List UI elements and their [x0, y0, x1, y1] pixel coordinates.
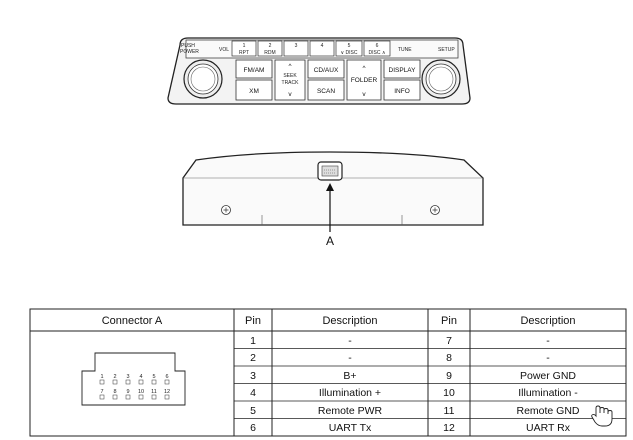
row-4-pin-b: 10: [443, 387, 455, 399]
callout-a-label: A: [326, 234, 334, 248]
row-5-pin-a: 5: [250, 405, 256, 417]
preset-2-sub: RDM: [264, 50, 275, 56]
preset-5-num: 5: [348, 43, 351, 49]
preset-1-sub: RPT: [239, 50, 249, 56]
preset-2-num: 2: [269, 43, 272, 49]
row-1-pin-a: 1: [250, 335, 256, 347]
tune-label: TUNE: [398, 47, 412, 53]
preset-4-button[interactable]: [309, 40, 335, 57]
header-connector: Connector A: [102, 315, 163, 327]
conn-pin-8: 8: [113, 389, 116, 395]
conn-pin-12: 12: [164, 389, 170, 395]
preset-4-num: 4: [321, 43, 324, 49]
xm-label: XM: [249, 88, 259, 95]
vol-label: VOL: [219, 47, 229, 53]
folder-label: FOLDER: [351, 77, 378, 84]
preset-6-num: 6: [376, 43, 379, 49]
conn-pin-11: 11: [151, 389, 157, 395]
row-6-pin-b: 12: [443, 422, 455, 434]
preset-buttons: 1 RPT 2 RDM 3 4 5 ∨ DISC 6 DISC ∧: [231, 40, 391, 57]
pin-table: Connector A Pin Description Pin Descript…: [29, 308, 627, 437]
preset-5-sub: ∨ DISC: [341, 50, 358, 56]
conn-pin-7: 7: [100, 389, 103, 395]
preset-5-button[interactable]: [335, 40, 363, 57]
preset-3-num: 3: [295, 43, 298, 49]
row-1-pin-b: 7: [446, 335, 452, 347]
preset-6-button[interactable]: [363, 40, 391, 57]
seek-up-icon: ^: [288, 63, 292, 70]
row-3-desc-a: B+: [343, 370, 356, 382]
row-4-pin-a: 4: [250, 387, 256, 399]
cd-aux-label: CD/AUX: [314, 67, 339, 74]
folder-down-icon: v: [362, 91, 366, 98]
scan-label: SCAN: [317, 88, 335, 95]
preset-1-button[interactable]: [231, 40, 257, 57]
folder-up-icon: ^: [362, 65, 366, 72]
info-label: INFO: [394, 88, 410, 95]
scan-button[interactable]: [307, 79, 345, 101]
row-6-desc-a: UART Tx: [329, 422, 372, 434]
header-pin-b: Pin: [441, 315, 457, 327]
row-5-desc-a: Remote PWR: [318, 405, 383, 417]
display-label: DISPLAY: [389, 67, 417, 74]
push-label: PUSH: [181, 43, 195, 49]
display-button[interactable]: [383, 59, 421, 79]
setup-label: SETUP: [438, 47, 455, 53]
front-panel: 1 RPT 2 RDM 3 4 5 ∨ DISC 6 DISC ∧ PUSH P…: [167, 37, 471, 105]
row-1-desc-a: -: [348, 335, 352, 347]
conn-pin-5: 5: [152, 374, 155, 380]
rear-panel: A: [182, 151, 484, 248]
conn-pin-6: 6: [165, 374, 168, 380]
seek-down-icon: v: [288, 91, 292, 98]
conn-pin-2: 2: [113, 374, 116, 380]
volume-knob[interactable]: [183, 59, 223, 99]
row-6-pin-a: 6: [250, 422, 256, 434]
seek-track-rocker[interactable]: [274, 59, 306, 101]
power-label: POWER: [180, 49, 199, 55]
row-2-pin-b: 8: [446, 352, 452, 364]
xm-button[interactable]: [235, 79, 273, 101]
row-6-desc-b: UART Rx: [526, 422, 571, 434]
connector-a-diagram: 1 2 3 4 5 6 7 8 9 10 11 12: [81, 352, 186, 406]
fm-am-button[interactable]: [235, 59, 273, 79]
conn-pin-4: 4: [139, 374, 142, 380]
header-description-a: Description: [322, 315, 377, 327]
conn-pin-3: 3: [126, 374, 129, 380]
row-4-desc-b: Illumination -: [518, 387, 578, 399]
cd-aux-button[interactable]: [307, 59, 345, 79]
row-3-desc-b: Power GND: [520, 370, 576, 382]
hand-pointer-icon: [591, 405, 613, 427]
preset-1-num: 1: [243, 43, 246, 49]
row-1-desc-b: -: [546, 335, 550, 347]
header-pin-a: Pin: [245, 315, 261, 327]
conn-pin-9: 9: [126, 389, 129, 395]
tune-knob[interactable]: [421, 59, 461, 99]
seek-label: SEEK: [283, 73, 297, 79]
connector-a-port: [317, 161, 343, 181]
conn-pin-10: 10: [138, 389, 144, 395]
conn-pin-1: 1: [100, 374, 103, 380]
row-5-pin-b: 11: [444, 405, 455, 417]
row-2-pin-a: 2: [250, 352, 256, 364]
info-button[interactable]: [383, 79, 421, 101]
folder-rocker[interactable]: [346, 59, 382, 101]
header-description-b: Description: [520, 315, 575, 327]
row-2-desc-a: -: [348, 352, 352, 364]
preset-3-button[interactable]: [283, 40, 309, 57]
track-label: TRACK: [282, 80, 300, 86]
row-5-desc-b: Remote GND: [516, 405, 579, 417]
row-3-pin-a: 3: [250, 370, 256, 382]
preset-2-button[interactable]: [257, 40, 283, 57]
row-3-pin-b: 9: [446, 370, 452, 382]
row-2-desc-b: -: [546, 352, 550, 364]
fm-am-label: FM/AM: [244, 67, 265, 74]
row-4-desc-a: Illumination +: [319, 387, 381, 399]
preset-6-sub: DISC ∧: [369, 50, 386, 56]
